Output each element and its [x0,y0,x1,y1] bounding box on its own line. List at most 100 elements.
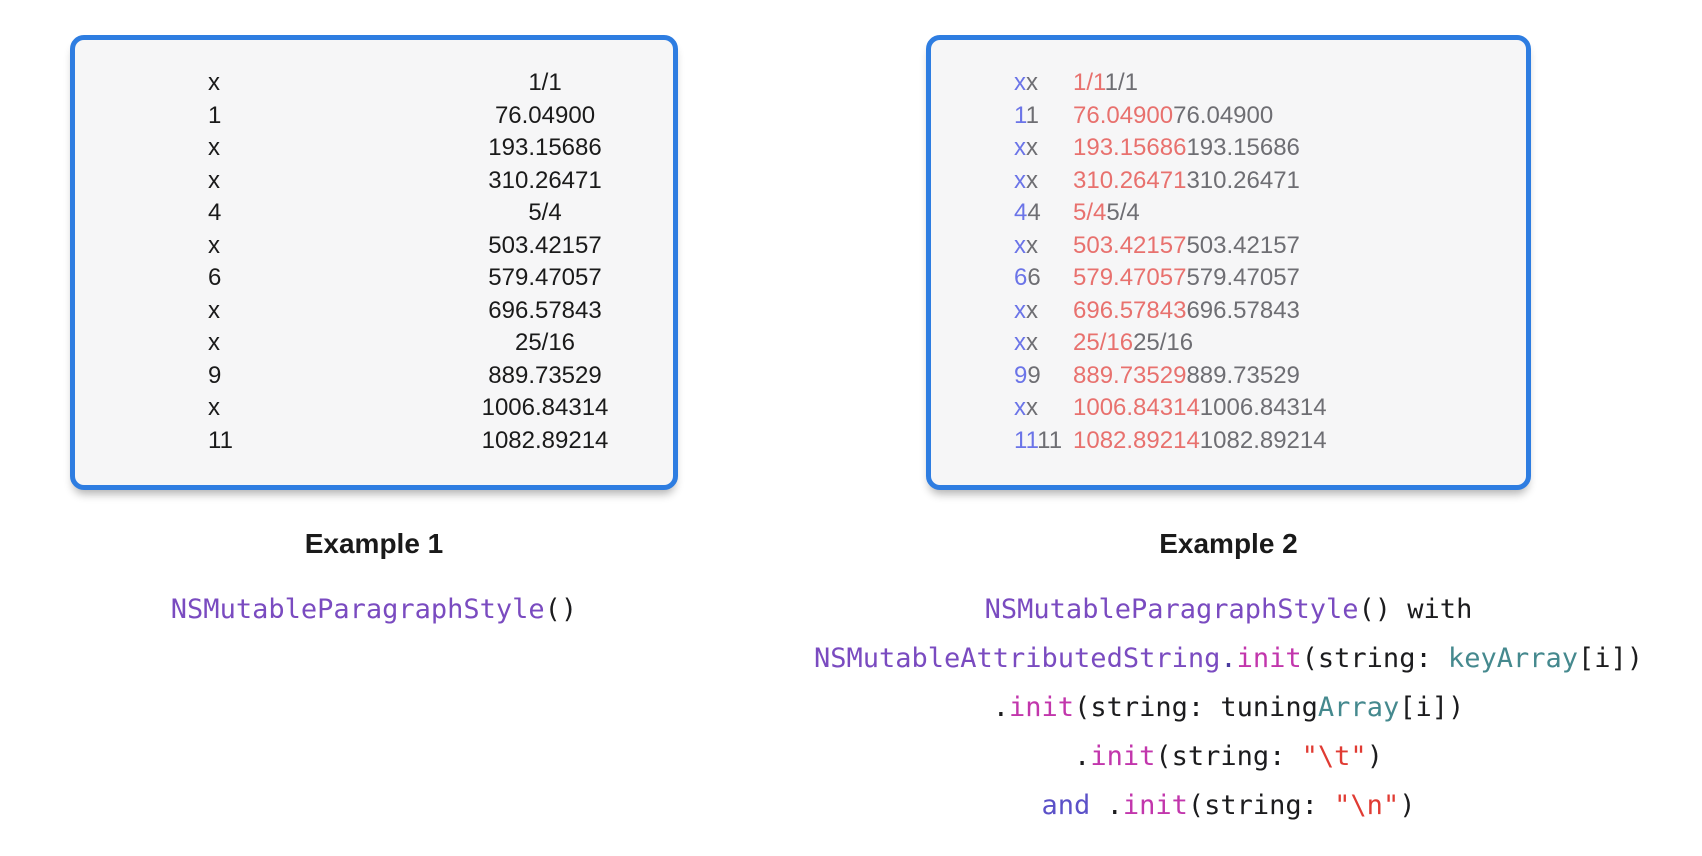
row-key: xx [1014,327,1038,360]
row-key: xx [1014,392,1038,425]
row-value: 5/4 [528,199,562,226]
row-key-duplicate: 1 [1025,101,1039,129]
row-key-colored: 1 [1014,101,1026,129]
code-token-plain: ) [1366,741,1383,772]
code-token-dot: . [1220,643,1237,674]
row-key: 11 [1014,100,1039,133]
code-token-type: NSMutableAttributedString [813,643,1221,674]
row-key: xx [1014,165,1038,198]
row-key-colored: 4 [1014,199,1028,226]
row-value-colored: 310.26471 [1073,166,1187,194]
row-key-duplicate: x [1026,166,1038,194]
row-value-duplicate: 5/4 [1106,199,1140,226]
row-key-duplicate: 11 [1037,426,1063,454]
code-token-plain: (string: [1074,692,1221,723]
row-key-colored: x [1014,231,1026,259]
row-key: xx [1014,132,1038,165]
row-key-colored: x [1014,296,1026,324]
row-key-duplicate: x [1026,231,1038,259]
row-key: 1 [208,101,222,129]
row-value-colored: 1006.84314 [1073,394,1200,421]
tuning-row: 66 579.47057579.47057 [931,262,1526,295]
row-key-colored: x [1014,166,1026,194]
row-key-duplicate: 6 [1027,264,1041,291]
code-token-plain: () with [1358,594,1473,625]
row-key: xx [1014,295,1038,328]
code-token-type: NSMutableParagraphStyle [984,594,1359,625]
row-value: 193.15686193.15686 [1073,132,1300,165]
row-key: x [208,69,220,96]
row-key: x [208,134,220,161]
tuning-row: x 1006.84314 [75,392,673,425]
row-value: 193.15686 [488,134,602,161]
row-key-duplicate: x [1026,329,1038,356]
row-value: 1006.843141006.84314 [1073,392,1327,425]
row-value-duplicate: 1082.89214 [1199,426,1327,454]
row-key-colored: x [1014,69,1026,96]
row-value: 1/11/1 [1073,67,1138,100]
row-value-colored: 696.57843 [1073,296,1187,324]
code-token-method: init [1122,790,1188,821]
code-token-string: "\t" [1301,741,1367,772]
row-value: 503.42157 [488,231,602,259]
row-value: 889.73529 [488,361,602,389]
row-value-duplicate: 193.15686 [1186,134,1300,161]
tuning-row: x 193.15686 [75,132,673,165]
row-key: x [208,394,220,421]
example-2-caption: Example 2 [1159,528,1298,559]
row-key-duplicate: 4 [1027,199,1041,226]
row-value-duplicate: 25/16 [1133,329,1194,356]
row-key: 6 [208,264,222,291]
row-value-colored: 503.42157 [1073,231,1187,259]
code-token-keyword: and [1041,790,1107,821]
row-value: 1082.89214 [481,426,609,454]
row-value: 1006.84314 [481,394,609,421]
row-key: 66 [1014,262,1041,295]
code-token-plain: (string: [1301,643,1448,674]
row-value: 76.0490076.04900 [1073,100,1273,133]
code-token-plain: (string: [1155,741,1302,772]
row-value-colored: 579.47057 [1073,264,1187,291]
row-value-colored: 76.04900 [1073,101,1174,129]
row-key: 11 [208,426,233,454]
code-token-plain: (string: [1187,790,1335,821]
code-token-variable: keyArray [1447,643,1579,674]
code-token-plain: tuning [1220,692,1318,723]
row-key-duplicate: x [1026,69,1038,96]
row-value: 579.47057579.47057 [1073,262,1300,295]
row-key: xx [1014,67,1038,100]
code-line: .init(string: tuningArray[i]) [993,683,1464,732]
row-value: 310.26471310.26471 [1073,165,1300,198]
code-token-plain: . [1106,790,1123,821]
row-key-duplicate: x [1026,134,1038,161]
tuning-row: 11 1082.89214 [75,425,673,458]
row-value-duplicate: 889.73529 [1186,361,1300,389]
tuning-row: x 696.57843 [75,295,673,328]
row-key-colored: x [1014,329,1026,356]
code-line: NSMutableParagraphStyle() [171,585,577,634]
row-key-colored: 6 [1014,264,1028,291]
row-key: x [208,296,220,324]
row-key: x [208,166,220,194]
row-value: 1/1 [528,69,562,96]
row-key: xx [1014,230,1038,263]
row-value: 25/16 [514,329,576,356]
row-value: 76.04900 [494,101,596,129]
example-1-caption: Example 1 [304,528,444,559]
row-value-colored: 1082.89214 [1073,426,1200,454]
row-value-duplicate: 1006.84314 [1199,394,1327,421]
code-token-plain: [i]) [1578,643,1644,674]
tuning-row: 1 76.04900 [75,100,673,133]
row-value: 696.57843 [488,296,602,324]
code-line: .init(string: "\t") [1074,732,1383,781]
